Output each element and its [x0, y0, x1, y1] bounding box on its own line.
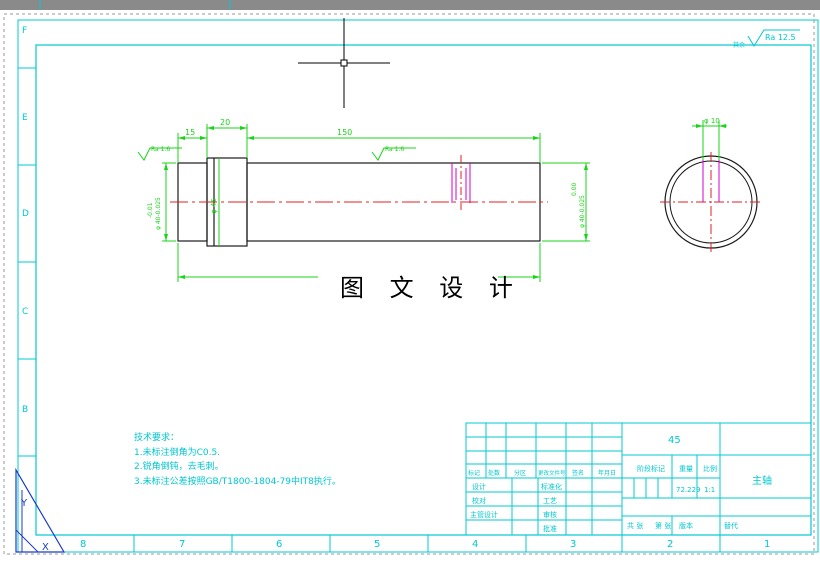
notes-line-1: 1.未标注倒角为C0.5.	[134, 446, 220, 458]
dimension-arrows	[164, 126, 588, 279]
zone-label-bottom: 1	[764, 539, 770, 550]
title-row-label: 更改文件号	[538, 469, 566, 477]
zone-label-bottom: 2	[667, 539, 673, 550]
shaft-section-view: φ 10	[660, 117, 762, 252]
dim-phi45: φ 45	[210, 198, 218, 214]
zone-label-left: C	[22, 307, 28, 317]
title-left-label: 设计	[472, 482, 486, 491]
title-row-label: 分区	[514, 469, 526, 477]
watermark-bg	[318, 268, 498, 306]
roughness-left: Ra 1.6	[137, 146, 182, 161]
zone-label-bottom: 4	[472, 539, 478, 550]
zone-label-bottom: 6	[276, 539, 282, 550]
zone-label-left: E	[22, 113, 28, 123]
title-stage-label: 重量	[679, 465, 693, 473]
dim-phi10: φ 10	[704, 117, 720, 125]
dim-right-tol-a: 0.00	[571, 182, 578, 196]
title-bottom-label: 共 张	[627, 521, 643, 530]
zone-label-bottom: 3	[570, 539, 576, 550]
title-left-label: 主管设计	[470, 510, 498, 519]
title-row-label: 签名	[572, 469, 584, 477]
ucs-axis-icon: Y X	[15, 467, 66, 553]
dim-15: 15	[185, 128, 195, 137]
title-mid-label: 标准化	[541, 482, 562, 491]
crosshair-cursor-icon	[298, 18, 390, 108]
title-row-label: 处数	[488, 469, 500, 477]
notes-line-3: 3.未标注公差按照GB/T1800-1804-79中IT8执行。	[134, 475, 341, 487]
title-bottom-label: 替代	[724, 521, 738, 530]
roughness-mid-value: Ra 1.6	[385, 146, 404, 153]
title-part-name: 主轴	[752, 474, 772, 487]
title-material: 45	[668, 435, 681, 446]
title-mid-label: 审核	[543, 510, 557, 519]
roughness-left-value: Ra 1.6	[151, 146, 170, 153]
title-row-label: 标记	[468, 469, 480, 477]
zone-label-left: F	[22, 26, 27, 36]
title-stage-label: 比例	[703, 464, 717, 473]
dim-left-tol-b: φ 40-0.025	[155, 197, 162, 230]
cross-hole	[451, 163, 471, 203]
title-left-label: 校对	[472, 496, 486, 505]
title-row-label: 年月日	[598, 469, 616, 477]
zone-label-bottom: 7	[179, 539, 185, 550]
zone-frame	[17, 19, 819, 553]
window-top-edge	[0, 0, 820, 10]
dimension-lines	[162, 124, 590, 282]
corner-roughness-symbol: 其余 Ra 12.5	[733, 29, 800, 49]
zone-label-bottom: 8	[80, 539, 86, 550]
watermark-text: 图 文 设 计	[340, 274, 522, 302]
zone-label-bottom: 5	[374, 539, 380, 550]
title-bottom-label: 版本	[679, 521, 693, 530]
corner-roughness-prefix: 其余	[733, 41, 745, 49]
dim-left-tol-a: -0.01	[147, 202, 154, 218]
dim-right-tol-b: φ 40-0.025	[579, 195, 586, 228]
title-weight: 72.229	[676, 486, 701, 494]
dim-20: 20	[220, 118, 230, 127]
left-zone-dividers	[18, 67, 36, 457]
sheet-outer-border	[3, 13, 815, 555]
notes-line-2: 2.锐角倒钝，去毛刺。	[134, 460, 224, 472]
title-mid-label: 批准	[543, 524, 557, 533]
notes-title: 技术要求：	[134, 431, 179, 443]
title-stage-label: 阶段标记	[637, 464, 665, 473]
bottom-zone-dividers	[133, 535, 721, 552]
dim-150: 150	[337, 128, 352, 137]
title-scale: 1:1	[704, 486, 715, 494]
drawing-frame	[35, 44, 812, 536]
roughness-mid: Ra 1.6	[371, 146, 416, 161]
zone-label-left: B	[22, 405, 28, 415]
zone-label-left: D	[22, 209, 29, 219]
title-block-grid	[465, 422, 812, 536]
title-mid-label: 工艺	[543, 497, 557, 505]
title-bottom-label: 第 张	[655, 521, 671, 530]
ucs-x-label: X	[42, 542, 49, 553]
corner-roughness-value: Ra 12.5	[765, 33, 796, 42]
ucs-y-label: Y	[20, 498, 28, 509]
